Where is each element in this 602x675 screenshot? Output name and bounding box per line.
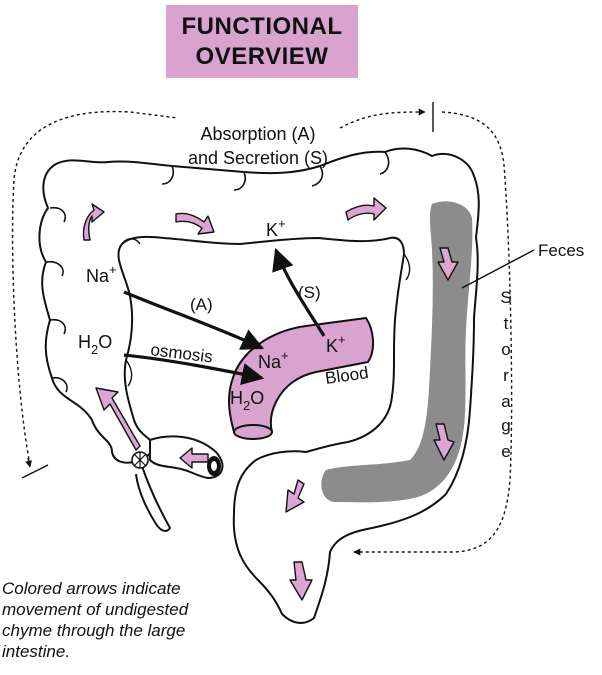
storage-letter-t: t [504, 314, 509, 333]
storage-letter-r: r [503, 366, 509, 385]
caption-line-1: Colored arrows indicate [2, 578, 252, 599]
secretion-label: and Secretion (S) [188, 148, 328, 168]
caption-line-2: movement of undigested [2, 599, 252, 620]
caption: Colored arrows indicate movement of undi… [2, 578, 252, 662]
absorption-label: Absorption (A) [200, 124, 315, 144]
caption-line-3: chyme through the large [2, 620, 252, 641]
ileocecal-opening-inner [211, 461, 217, 471]
blood-vessel-end [234, 425, 272, 439]
secretion-arrow-label: (S) [298, 283, 321, 302]
ascending-end-tick [22, 465, 48, 478]
osmosis-label: osmosis [150, 340, 214, 366]
feces-label: Feces [538, 241, 584, 260]
dashed-end-arrow-left [28, 458, 30, 467]
dashed-absorption-path-right [340, 112, 425, 128]
storage-letter-o: o [501, 340, 510, 359]
storage-letter-a: a [501, 392, 511, 411]
storage-letter-e: e [501, 442, 510, 461]
absorption-arrow-label: (A) [190, 295, 213, 314]
storage-letter-g: g [501, 416, 510, 435]
storage-letter-s: S [500, 288, 511, 307]
haustra-inner-3 [126, 360, 132, 386]
caption-line-4: intestine. [2, 641, 252, 662]
appendix [136, 466, 170, 531]
